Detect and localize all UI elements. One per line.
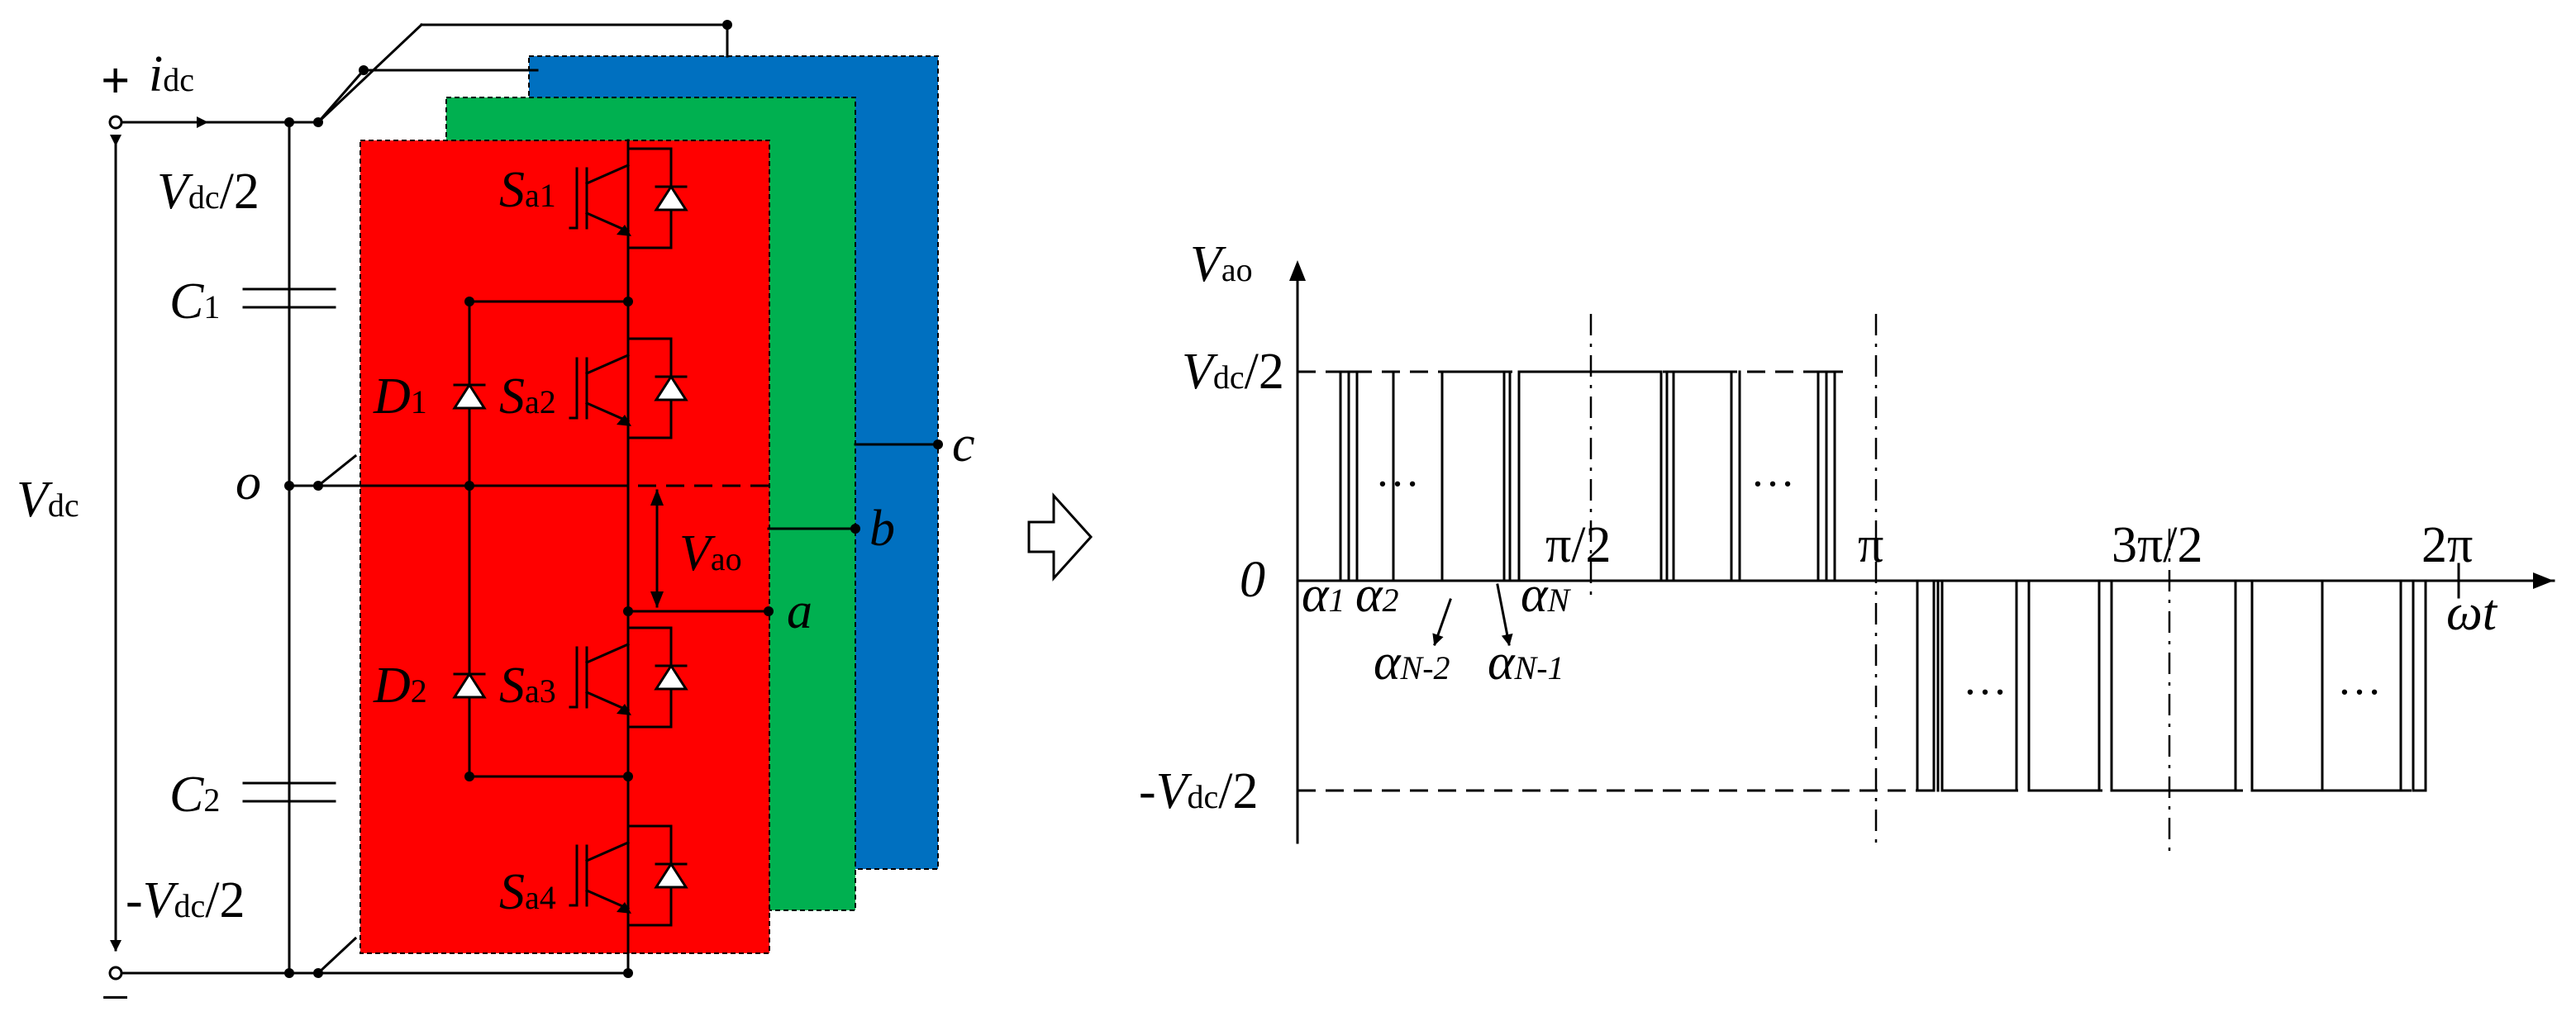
junction-dot-4 (284, 481, 294, 491)
ellipsis-2: … (1750, 446, 1795, 496)
alpha2-label: α2 (1355, 567, 1399, 623)
d1-label: D1 (373, 368, 427, 425)
vdc-half-bottom-label: -Vdc/2 (126, 872, 245, 928)
switch-sa2-diode (654, 374, 688, 401)
switch-sa1 (569, 147, 688, 249)
switch-sa3 (569, 626, 688, 729)
junction-dot-11 (313, 968, 323, 978)
negative-terminal (108, 966, 123, 981)
pos-pulse-2 (1517, 370, 1663, 582)
alphaN1-label: αN-1 (1488, 634, 1564, 691)
switch-sa4-diode (654, 862, 688, 889)
neg-pulse-3 (2110, 579, 2237, 792)
tick-pi-half: π/2 (1545, 517, 1612, 573)
plus-sign: + (101, 53, 130, 109)
d2-label: D2 (373, 658, 427, 714)
neg-pulse-2 (2027, 579, 2101, 792)
switch-sa1-arrow (617, 225, 631, 236)
capacitor-c1 (242, 287, 336, 309)
junction-dot-12 (623, 968, 633, 978)
alphaN1-pointer (1496, 583, 1513, 646)
switch-sa4-arrow (617, 902, 631, 914)
junction-dot-3 (722, 20, 732, 30)
wave-bottom-level-label: -Vdc/2 (1139, 763, 1259, 819)
junction-dot-1 (313, 117, 323, 127)
alphaN-label: αN (1521, 567, 1572, 623)
junction-dot-7 (623, 297, 633, 306)
ellipsis-3: … (1963, 654, 2007, 704)
clamp-diode-d1-body (452, 382, 487, 410)
wave-y-arrow (1289, 260, 1306, 281)
ellipsis-1: … (1375, 446, 1420, 496)
clamp-diode-d1 (452, 382, 487, 410)
sa3-label: Sa3 (499, 658, 556, 714)
switch-sa2-emitter (585, 401, 630, 423)
junction-dot-10 (284, 968, 294, 978)
phase-b-label: b (869, 501, 895, 557)
junction-dot-17 (464, 772, 474, 781)
neg-pulse-0 (1916, 579, 1936, 792)
tick-2pi: 2π (2421, 517, 2473, 573)
junction-dot-0 (284, 117, 294, 127)
switch-sa3-emitter (585, 691, 630, 712)
sa1-label: Sa1 (499, 162, 556, 218)
sa4-label: Sa4 (499, 864, 556, 920)
minus-sign: − (101, 970, 130, 1021)
junction-dot-16 (464, 297, 474, 306)
alphaN2-pointer (1432, 598, 1452, 646)
switch-sa4-emitter (585, 889, 630, 910)
phase-a-leg-panel (359, 140, 770, 954)
switch-sa1-diode (654, 184, 688, 211)
neg-pulse-1 (1940, 579, 2018, 792)
tick-3pi-half: 3π/2 (2112, 517, 2203, 573)
pos-pulse-1 (1440, 370, 1506, 582)
wave-top-level-label: Vdc/2 (1182, 344, 1284, 400)
wave-ylabel: Vao (1190, 236, 1253, 292)
switch-sa2-arrow (617, 415, 631, 426)
pos-pulse-3 (1672, 370, 1733, 582)
ellipsis-4: … (2337, 654, 2382, 704)
junction-dot-5 (313, 481, 323, 491)
switch-sa3-arrow (617, 704, 631, 715)
alphaN2-label: αN-2 (1374, 634, 1450, 691)
clamp-diode-d2-body (452, 672, 487, 699)
junction-dot-8 (623, 606, 633, 616)
junction-dot-14 (850, 524, 860, 534)
vao-circuit-label: Vao (679, 525, 742, 582)
junction-dot-15 (933, 439, 943, 449)
c2-label: C2 (169, 767, 220, 823)
neg-pulse-4 (2250, 579, 2402, 792)
switch-sa2 (569, 337, 688, 439)
alpha1-label: α1 (1302, 567, 1345, 623)
phase-a-label: a (787, 583, 812, 639)
junction-dot-13 (764, 606, 774, 616)
idc-label: idc (149, 46, 194, 102)
switch-sa3-diode (654, 663, 688, 691)
vdc-label: Vdc (17, 472, 79, 528)
transition-arrow-icon (1027, 492, 1093, 582)
node-o-label: o (236, 454, 261, 510)
vdc-half-top-label: Vdc/2 (157, 164, 260, 220)
junction-dots (284, 20, 943, 978)
clamp-diode-group (452, 382, 487, 699)
junction-dot-2 (359, 65, 369, 75)
neg-pulse-5 (2412, 579, 2427, 792)
c1-label: C1 (169, 273, 220, 330)
capacitor-c2 (242, 781, 336, 803)
switch-sa1-emitter (585, 211, 630, 233)
positive-terminal (108, 115, 123, 130)
sa2-label: Sa2 (499, 368, 556, 425)
tick-pi: π (1858, 517, 1883, 573)
junction-dot-6 (464, 481, 474, 491)
phase-c-label: c (952, 416, 975, 473)
switch-group (569, 147, 688, 927)
wave-zero-label: 0 (1240, 552, 1265, 608)
vao-waveform-plot (1289, 260, 2555, 851)
switch-sa4 (569, 824, 688, 927)
junction-dot-9 (623, 772, 633, 781)
clamp-diode-d2 (452, 672, 487, 699)
wave-x-arrow (2533, 572, 2554, 589)
wave-xlabel: ωt (2446, 585, 2498, 641)
